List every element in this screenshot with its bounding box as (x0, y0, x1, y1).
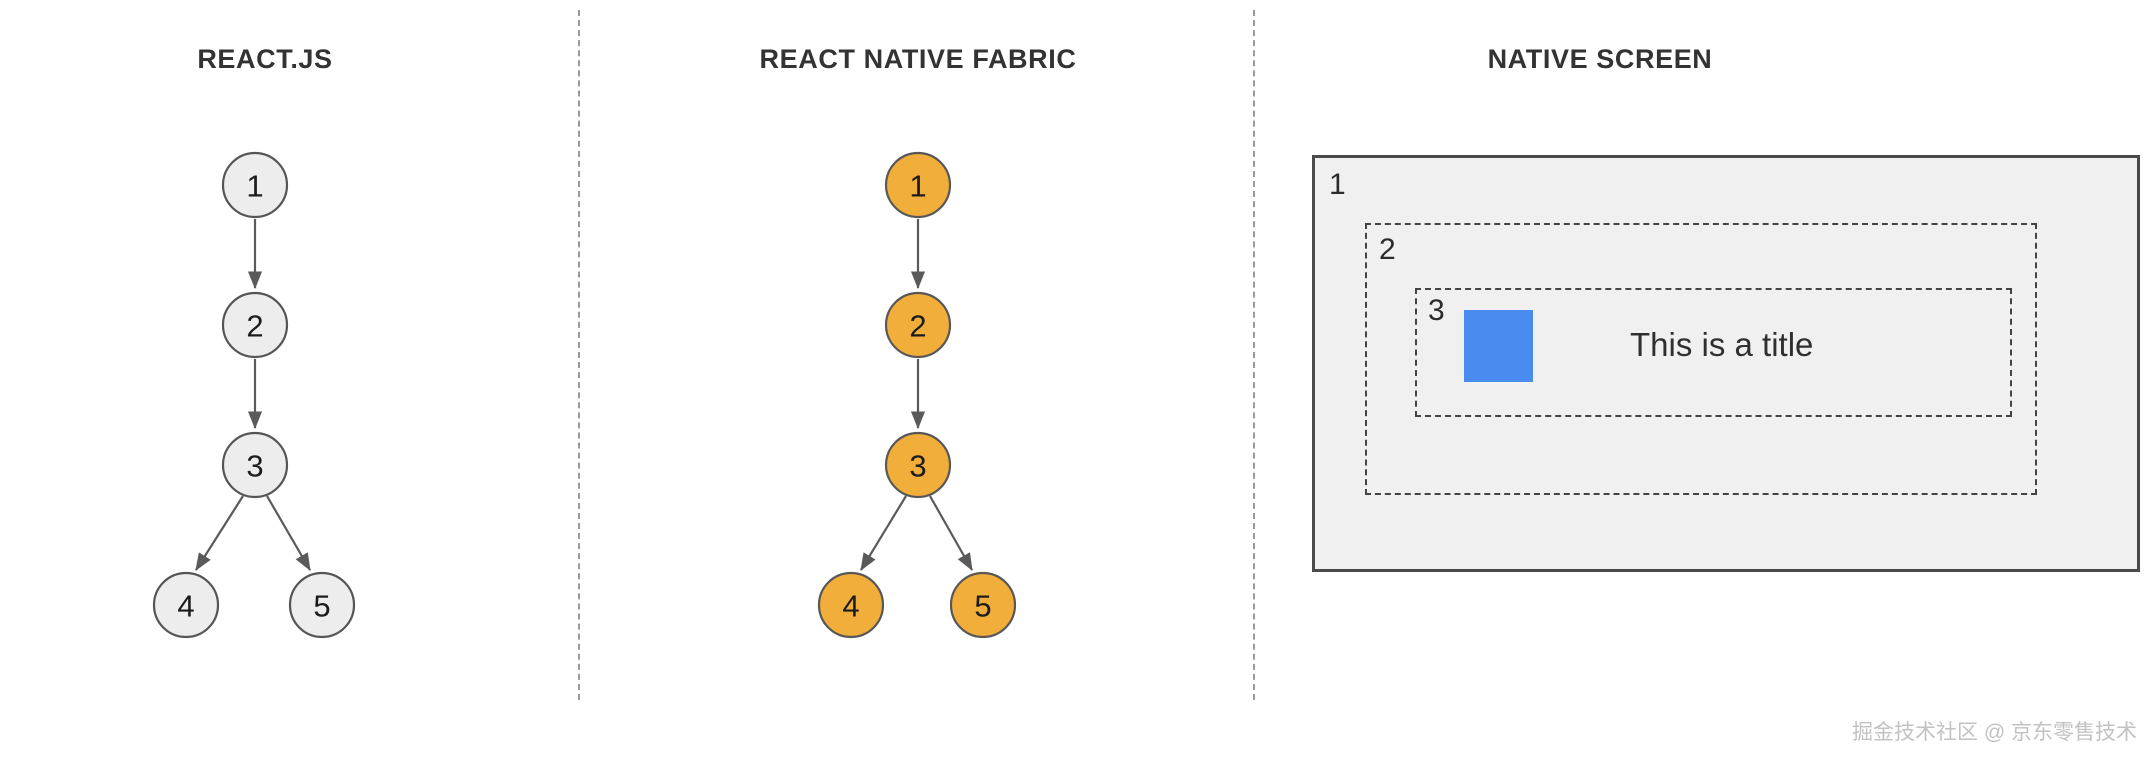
fabric-node-4[interactable] (817, 571, 885, 639)
native-screen-box-2: 2 3 This is a title (1365, 223, 2037, 495)
fabric-node-5-label: 5 (974, 589, 991, 624)
native-screen-panel: 1 2 3 This is a title (1312, 155, 2140, 572)
native-screen-outer-label: 1 (1329, 168, 1346, 201)
fabric-node-2-label: 2 (909, 309, 926, 344)
react-node-1-label: 1 (246, 169, 263, 204)
blue-image-placeholder (1464, 310, 1533, 382)
react-node-5[interactable] (288, 571, 356, 639)
react-node-4[interactable] (152, 571, 220, 639)
react-node-2[interactable] (221, 291, 289, 359)
fabric-node-1[interactable] (884, 151, 952, 219)
fabric-node-3[interactable] (884, 431, 952, 499)
react-edge-3-4 (195, 495, 244, 571)
react-node-2-label: 2 (246, 309, 263, 344)
native-screen-title: This is a title (1630, 326, 1814, 363)
column-title-react-native-fabric: REACT NATIVE FABRIC (759, 44, 1077, 74)
column-divider-left (578, 10, 580, 700)
fabric-node-4-label: 4 (842, 589, 859, 624)
native-screen-inner-label: 3 (1428, 294, 1445, 327)
react-node-1[interactable] (221, 151, 289, 219)
react-node-4-label: 4 (177, 589, 194, 624)
fabric-edge-3-4 (860, 495, 907, 571)
react-tree: 1 2 3 4 5 (152, 151, 356, 639)
column-divider-right (1253, 10, 1255, 700)
fabric-tree: 1 2 3 4 5 (817, 151, 1017, 639)
fabric-edge-3-5 (929, 495, 973, 571)
fabric-node-3-label: 3 (909, 449, 926, 484)
fabric-node-5[interactable] (949, 571, 1017, 639)
native-screen-box-3: 3 This is a title (1415, 288, 2012, 417)
react-node-3-label: 3 (246, 449, 263, 484)
column-title-native-screen: NATIVE SCREEN (1487, 44, 1713, 74)
column-title-reactjs: REACT.JS (197, 44, 333, 74)
native-screen-middle-label: 2 (1379, 233, 1396, 266)
react-edge-3-5 (266, 495, 311, 571)
watermark-text: 掘金技术社区 @ 京东零售技术 (1852, 721, 2137, 744)
fabric-node-1-label: 1 (909, 169, 926, 204)
react-node-5-label: 5 (313, 589, 330, 624)
react-node-3[interactable] (221, 431, 289, 499)
fabric-node-2[interactable] (884, 291, 952, 359)
